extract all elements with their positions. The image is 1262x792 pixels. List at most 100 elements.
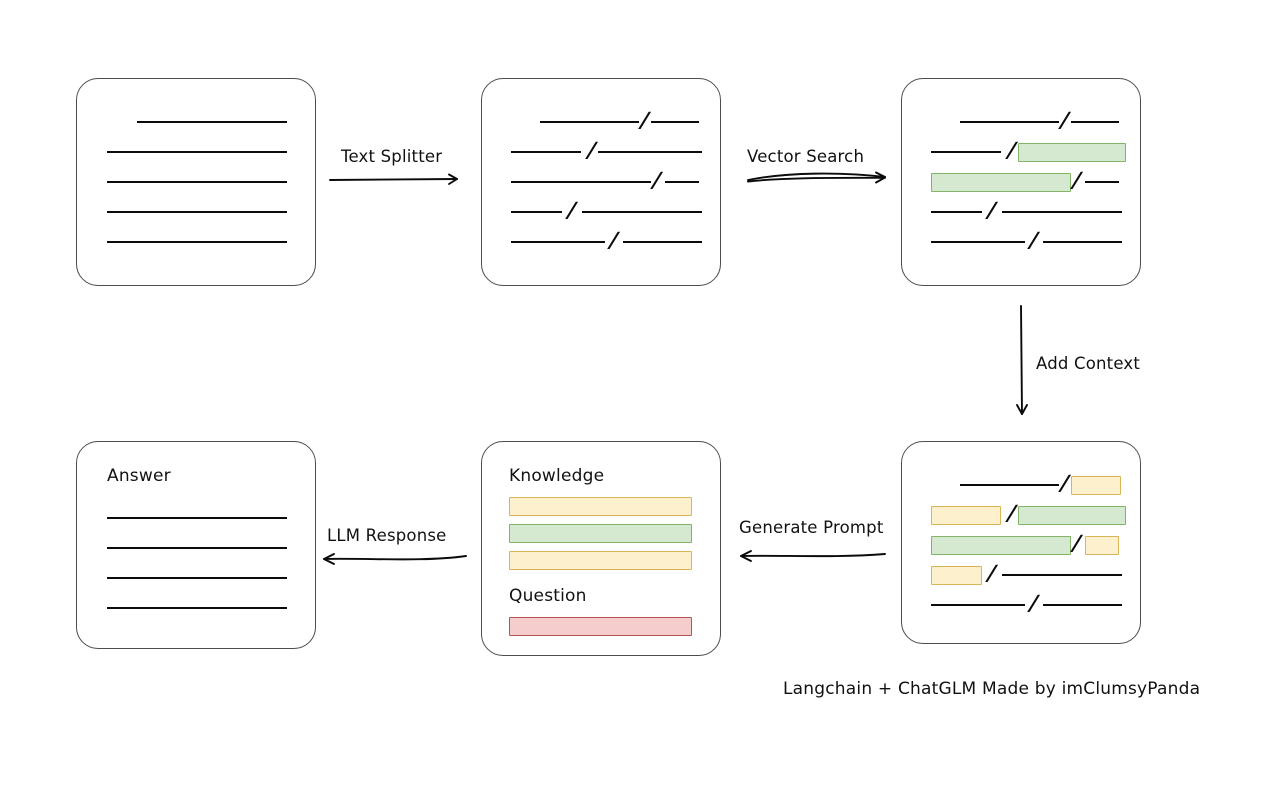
text-line-segment [1001,574,1122,576]
arrow-text-splitter [329,173,458,185]
document-line [107,111,315,133]
answer-lines [77,442,315,648]
text-line-segment [540,121,639,123]
arrow-llm-response [323,553,467,565]
document-line [107,507,315,529]
arrow-add-context [1016,305,1028,415]
highlighted-chunk-yellow [1070,475,1121,495]
prompt-bar-yellow [509,551,692,570]
text-line-segment [511,151,581,153]
context-added-lines: / / / / / [902,442,1140,643]
document-line: / [931,530,1140,556]
text-line-segment [107,547,287,549]
chunk-separator-slash: / [639,107,650,132]
chunk-separator-slash: / [1059,107,1070,132]
question-bars [482,442,720,655]
document-line [107,597,315,619]
highlighted-chunk-green [1017,505,1126,525]
text-line-segment [511,211,562,213]
document-line: / [931,501,1140,526]
edge-label-generate-prompt: Generate Prompt [739,518,884,537]
chunk-separator-slash: / [1059,470,1070,495]
chunk-separator-slash: / [1071,167,1082,192]
split-document-lines: / / / / / [482,79,720,285]
chunk-separator-slash: / [986,197,997,222]
prompt-bar-green [509,524,692,543]
chunk-separator-slash: / [1028,227,1039,252]
document-line [107,537,315,559]
chunk-separator-slash: / [586,137,597,162]
vector-search-results-card[interactable]: / / / / / [901,78,1141,286]
split-document-card[interactable]: / / / / / [481,78,721,286]
text-line-segment [931,151,1001,153]
chunk-separator-slash: / [1071,530,1082,555]
text-line-segment [511,181,651,183]
document-line [107,567,315,589]
document-line: / [931,227,1140,253]
text-line-segment [1070,121,1119,123]
document-line: / [931,137,1140,163]
document-line: / [931,560,1140,586]
document-line: / [511,107,720,133]
vector-search-results-lines: / / / / / [902,79,1140,285]
text-line-segment [1042,604,1122,606]
text-line-segment [960,484,1059,486]
text-line-segment [960,121,1059,123]
source-document-card[interactable] [76,78,316,286]
text-line-segment [931,241,1025,243]
prompt-bar-red [509,617,692,636]
question-label: Question [509,586,587,606]
context-added-card[interactable]: / / / / / [901,441,1141,644]
document-line [107,231,315,253]
chunk-separator-slash: / [986,560,997,585]
document-line: / [511,137,720,163]
chunk-separator-slash: / [566,197,577,222]
source-document-lines [77,79,315,285]
document-line [107,171,315,193]
answer-label: Answer [107,466,171,486]
text-line-segment [931,604,1025,606]
knowledge-label: Knowledge [509,466,605,486]
text-line-segment [107,517,287,519]
chunk-separator-slash: / [651,167,662,192]
highlighted-chunk-green [1017,142,1126,162]
document-line: / [931,470,1140,496]
answer-card[interactable]: Answer [76,441,316,649]
text-line-segment [107,181,287,183]
document-line: / [511,197,720,223]
text-line-segment [107,577,287,579]
chunk-separator-slash: / [1028,590,1039,615]
document-line: / [931,197,1140,223]
text-line-segment [107,211,287,213]
document-line: / [931,107,1140,133]
chunk-separator-slash: / [608,227,619,252]
text-line-segment [107,241,287,243]
highlighted-chunk-yellow [931,505,1001,525]
text-line-segment [622,241,702,243]
arrow-generate-prompt [740,550,886,562]
text-line-segment [107,151,287,153]
text-line-segment [1001,211,1122,213]
edge-label-vector-search: Vector Search [747,147,865,166]
document-line: / [511,167,720,193]
highlighted-chunk-green [931,535,1071,555]
document-line [107,201,315,223]
generated-prompt-card[interactable]: Knowledge Question [481,441,721,656]
text-line-segment [664,181,699,183]
highlighted-chunk-yellow [1084,535,1119,555]
text-line-segment [137,121,287,123]
edge-label-llm-response: LLM Response [327,526,447,545]
document-line: / [931,590,1140,616]
knowledge-bars [482,442,720,655]
text-line-segment [1042,241,1122,243]
document-line: / [931,167,1140,193]
text-line-segment [107,607,287,609]
text-line-segment [581,211,702,213]
document-line [107,141,315,163]
chunk-separator-slash: / [1006,137,1017,162]
text-line-segment [650,121,699,123]
edge-label-text-splitter: Text Splitter [341,147,443,166]
prompt-bar-yellow [509,497,692,516]
text-line-segment [1084,181,1119,183]
footer-credit: Langchain + ChatGLM Made by imClumsyPand… [783,679,1201,699]
